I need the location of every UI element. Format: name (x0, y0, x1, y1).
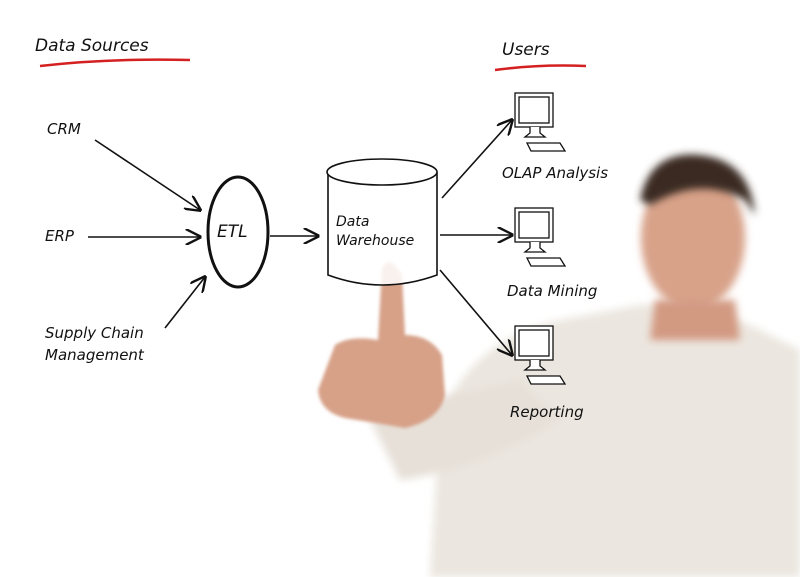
warehouse-label-line2: Warehouse (336, 233, 415, 249)
arrow-dw-reporting (439, 269, 512, 355)
arrow-dw-olap (441, 120, 512, 199)
pointing-hand (318, 262, 445, 428)
warehouse-label-line1: Data (336, 214, 370, 230)
data-sources-heading: Data Sources (35, 36, 149, 56)
arrow-scm-etl (164, 277, 205, 329)
monitor-icon (514, 92, 567, 152)
source-erp: ERP (45, 227, 74, 245)
user-olap-analysis: OLAP Analysis (502, 164, 609, 182)
source-management: Management (45, 346, 144, 364)
users-heading: Users (502, 40, 550, 60)
monitor-icon (514, 207, 567, 267)
etl-ellipse (206, 175, 270, 289)
etl-label: ETL (217, 222, 248, 242)
user-data-mining: Data Mining (507, 282, 598, 300)
arrow-crm-etl (94, 139, 200, 210)
source-crm: CRM (47, 120, 81, 138)
warehouse-cylinder (326, 158, 438, 286)
user-reporting: Reporting (510, 403, 584, 421)
source-supply-chain: Supply Chain (45, 324, 144, 342)
users-underline (494, 64, 587, 72)
sources-underline (39, 58, 191, 68)
monitor-icon (514, 325, 567, 385)
